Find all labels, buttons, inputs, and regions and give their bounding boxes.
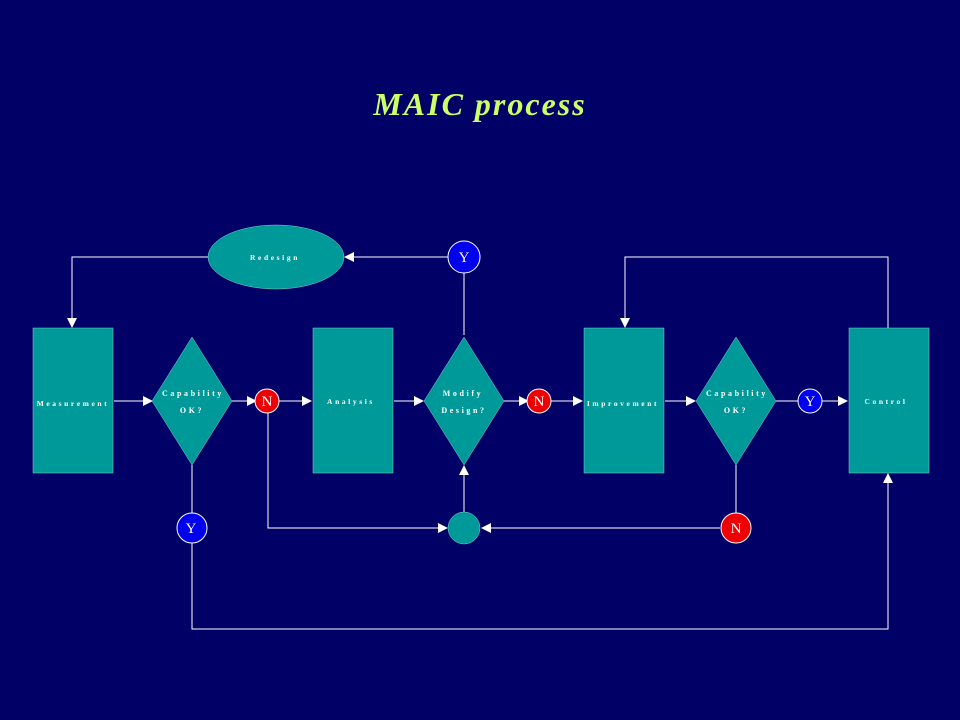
connector-control-to-improvement bbox=[620, 256, 889, 328]
capability-decision-2 bbox=[695, 336, 777, 466]
redesign-label: Redesign bbox=[250, 253, 300, 262]
measurement-label: Measurement bbox=[37, 399, 110, 408]
analysis-label: Analysis bbox=[327, 397, 375, 406]
analysis-box bbox=[312, 327, 394, 474]
svg-text:Y: Y bbox=[459, 250, 470, 266]
svg-text:Y: Y bbox=[805, 394, 816, 410]
page-title: MAIC process bbox=[373, 86, 587, 122]
modify-design-decision bbox=[423, 336, 505, 466]
yes-node-bottom: Y bbox=[176, 512, 208, 544]
svg-text:N: N bbox=[731, 521, 742, 537]
capability-decision-1-line2: OK? bbox=[180, 406, 204, 415]
connector-redesign-to-measurement bbox=[67, 256, 210, 328]
no-node-bottom: N bbox=[720, 512, 752, 544]
capability-decision-1-line1: Capability bbox=[162, 389, 224, 398]
no-node-1: N bbox=[254, 388, 280, 414]
merge-junction bbox=[447, 511, 481, 545]
improvement-box bbox=[583, 327, 665, 474]
control-label: Control bbox=[864, 397, 907, 406]
measurement-box bbox=[32, 327, 114, 474]
modify-design-line2: Design? bbox=[441, 406, 486, 415]
capability-decision-2-line1: Capability bbox=[706, 389, 768, 398]
no-node-2: N bbox=[526, 388, 552, 414]
svg-text:Y: Y bbox=[186, 521, 197, 537]
connectors bbox=[67, 252, 893, 630]
svg-text:N: N bbox=[262, 394, 273, 410]
redesign-ellipse bbox=[207, 224, 345, 290]
improvement-label: Improvement bbox=[587, 399, 659, 408]
control-box bbox=[848, 327, 930, 474]
capability-decision-2-line2: OK? bbox=[724, 406, 748, 415]
capability-decision-1 bbox=[151, 336, 233, 466]
svg-text:N: N bbox=[534, 394, 545, 410]
connector-no-to-junction bbox=[267, 413, 448, 533]
connector-yes-to-control-bottom bbox=[191, 473, 893, 630]
yes-node-top: Y bbox=[447, 240, 481, 274]
yes-node-right: Y bbox=[797, 388, 823, 414]
modify-design-line1: Modify bbox=[443, 389, 484, 398]
